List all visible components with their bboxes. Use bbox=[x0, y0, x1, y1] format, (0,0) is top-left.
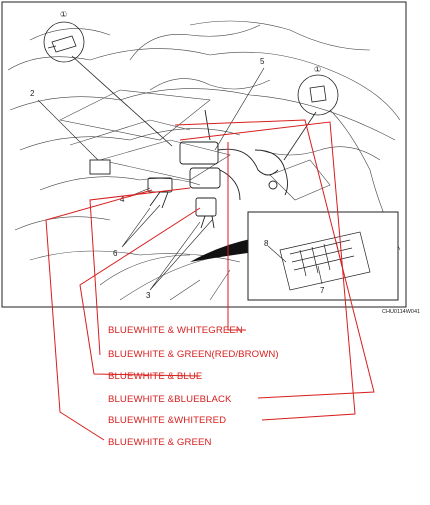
wire-line-green-redbrown bbox=[89, 187, 191, 356]
callout-3: 3 bbox=[146, 291, 151, 300]
wire-line-whitered bbox=[179, 121, 356, 421]
leader-lines bbox=[121, 67, 323, 291]
callout-4: 4 bbox=[120, 195, 125, 204]
callout-7: 7 bbox=[320, 286, 325, 295]
label-bluewhite-green-redbrown: BLUEWHITE & GREEN(RED/BROWN) bbox=[108, 349, 279, 360]
label-bluewhite-whitegreen: BLUEWHITE & WHITEGREEN bbox=[108, 325, 243, 336]
label-bluewhite-blueblack: BLUEWHITE &BLUEBLACK bbox=[108, 394, 232, 405]
callout-1-left: ① bbox=[60, 10, 67, 19]
callout-8: 8 bbox=[264, 239, 269, 248]
injector-cluster bbox=[147, 109, 288, 229]
callout-circle-right bbox=[283, 74, 339, 161]
label-bluewhite-blue: BLUEWHITE & BLUE bbox=[108, 371, 203, 382]
wedge-shape bbox=[190, 238, 255, 262]
wire-line-blue bbox=[79, 207, 201, 377]
wire-line-blueblack bbox=[174, 119, 375, 399]
callout-5: 5 bbox=[260, 57, 265, 66]
connector-2 bbox=[37, 99, 111, 175]
wire-leaders bbox=[45, 119, 375, 441]
wire-line-green bbox=[45, 189, 153, 441]
callout-2: 2 bbox=[30, 89, 35, 98]
callout-6: 6 bbox=[113, 249, 118, 258]
callout-1-right: ① bbox=[314, 65, 321, 74]
callout-circle-left bbox=[43, 21, 173, 147]
inset-box bbox=[247, 211, 399, 301]
figure-code: CHU0114W041 bbox=[382, 309, 421, 315]
wire-line-whitegreen bbox=[227, 142, 246, 331]
engine-sketch bbox=[7, 20, 401, 301]
label-bluewhite-whitered: BLUEWHITE &WHITERED bbox=[108, 415, 227, 426]
label-bluewhite-green: BLUEWHITE & GREEN bbox=[108, 437, 212, 448]
figure-frame bbox=[1, 1, 407, 308]
